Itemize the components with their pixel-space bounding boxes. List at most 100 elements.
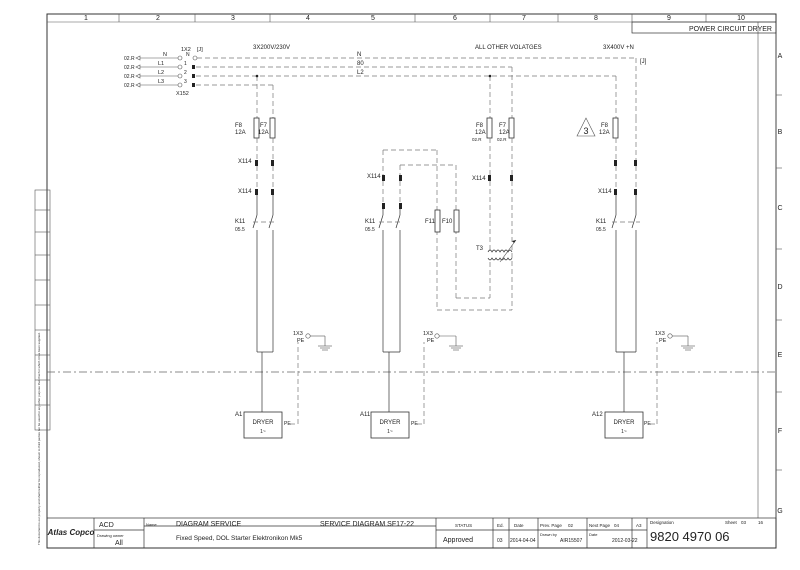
svg-text:1X3: 1X3 — [293, 331, 303, 337]
svg-text:F7: F7 — [260, 123, 268, 129]
fuse-f11 — [434, 209, 441, 233]
svg-text:05.5: 05.5 — [235, 227, 245, 233]
svg-text:DRYER: DRYER — [380, 420, 402, 426]
svg-text:12A: 12A — [475, 130, 486, 136]
drawn-by: AIR15507 — [560, 538, 582, 544]
svg-text:Atlas Copco: Atlas Copco — [47, 528, 95, 537]
svg-text:02.R: 02.R — [124, 74, 135, 80]
svg-text:02.R: 02.R — [472, 137, 482, 142]
dryer-a11-box — [370, 411, 410, 439]
svg-text:L2: L2 — [357, 70, 364, 76]
svg-text:N: N — [186, 52, 190, 58]
designation: 9820 4970 06 — [650, 529, 730, 544]
svg-text:Drawn by: Drawn by — [540, 532, 557, 537]
svg-text:DRYER: DRYER — [253, 420, 275, 426]
svg-text:3: 3 — [184, 79, 187, 85]
grid-row-b: B — [778, 129, 783, 136]
svg-text:1X3: 1X3 — [423, 331, 433, 337]
status: Approved — [443, 537, 473, 544]
svg-text:04: 04 — [614, 523, 620, 528]
grid-row-c: C — [777, 205, 782, 212]
fuse-f8-right — [612, 117, 619, 139]
svg-text:STATUS: STATUS — [455, 523, 472, 528]
grid-row-f: F — [778, 428, 782, 435]
phase-label-l3: L3 — [158, 79, 164, 85]
svg-text:1X3: 1X3 — [655, 331, 665, 337]
svg-text:K11: K11 — [365, 219, 376, 225]
svg-text:1: 1 — [184, 61, 187, 67]
svg-text:Name: Name — [146, 522, 157, 527]
svg-text:05.5: 05.5 — [596, 227, 606, 233]
drawing-subtitle: Fixed Speed, DOL Starter Elektronikon Mk… — [176, 535, 303, 542]
voltage-left: 3X200V/230V — [253, 45, 290, 51]
voltage-right: 3X400V +N — [603, 45, 634, 51]
svg-text:02.R: 02.R — [124, 65, 135, 71]
svg-text:X114: X114 — [238, 189, 252, 195]
svg-text:PE: PE — [297, 338, 305, 344]
svg-text:Date: Date — [589, 532, 598, 537]
svg-text:PE: PE — [411, 421, 418, 427]
svg-text:F8: F8 — [476, 123, 484, 129]
circuit-a12: 3 F8 12A X114 K11 05.5 A12 DRYER 1~ PE — [576, 117, 695, 439]
svg-text:N: N — [357, 52, 361, 58]
svg-text:02: 02 — [568, 523, 574, 528]
grid-col-1: 1 — [84, 15, 88, 22]
dryer-a12-box — [604, 411, 644, 439]
fuse-f7-left — [269, 117, 276, 139]
voltage-middle: ALL OTHER VOLATGES — [475, 45, 542, 51]
grid-col-9: 9 — [667, 15, 671, 22]
svg-text:DRYER: DRYER — [614, 420, 636, 426]
svg-text:Drawing owner: Drawing owner — [97, 533, 124, 538]
svg-text:K11: K11 — [235, 219, 246, 225]
svg-text:K11: K11 — [596, 219, 607, 225]
sheet-number: 03 — [741, 520, 747, 525]
svg-text:PE: PE — [284, 421, 291, 427]
fuse-f10 — [453, 209, 460, 233]
svg-text:02.R: 02.R — [124, 56, 135, 62]
svg-text:PE: PE — [427, 338, 435, 344]
grid-row-g: G — [777, 508, 782, 515]
grid-row-a: A — [778, 53, 783, 60]
sheet-frame — [46, 13, 777, 549]
svg-text:F10: F10 — [442, 219, 453, 225]
svg-text:F11: F11 — [425, 219, 436, 225]
dept: ACD — [99, 522, 114, 529]
svg-text:1~: 1~ — [260, 429, 266, 435]
warning-triangle — [576, 117, 596, 137]
phase-label-n: N — [163, 52, 167, 58]
svg-text:05.5: 05.5 — [365, 227, 375, 233]
svg-text:A3: A3 — [636, 523, 642, 528]
svg-text:1~: 1~ — [387, 429, 393, 435]
svg-text:12A: 12A — [235, 130, 246, 136]
svg-text:1~: 1~ — [621, 429, 627, 435]
svg-text:12A: 12A — [599, 130, 610, 136]
drawing-owner: All — [115, 540, 123, 547]
svg-text:F7: F7 — [499, 123, 507, 129]
svg-text:PE: PE — [659, 338, 667, 344]
svg-text:X114: X114 — [367, 174, 381, 180]
svg-text:F8: F8 — [601, 123, 609, 129]
svg-text:12A: 12A — [499, 130, 510, 136]
svg-text:T3: T3 — [476, 246, 484, 252]
dryer-a1-box — [243, 411, 283, 439]
dryer-a12-tag: A12 — [592, 412, 603, 418]
svg-text:Sheet: Sheet — [725, 520, 738, 525]
svg-text:Prev. Page: Prev. Page — [540, 523, 562, 528]
grid-col-3: 3 — [231, 15, 235, 22]
fuse-f8-middle — [486, 117, 493, 139]
service-diagram: SERVICE DIAGRAM SF17-22 — [320, 521, 414, 528]
fuse-f8-left — [253, 117, 260, 139]
svg-text:Ed.: Ed. — [497, 523, 504, 528]
atlas-copco-logo — [50, 526, 92, 538]
phase-label-l2: L2 — [158, 70, 164, 76]
drawing-name: DIAGRAM SERVICE — [176, 521, 242, 528]
svg-text:80: 80 — [357, 61, 364, 67]
circuit-a11: X114 K11 05.5 A11 DRYER 1~ PE 1X3 — [360, 149, 512, 439]
circuit-a1: F8 12A F7 12A X114 X114 K11 05.5 A1 DRYE… — [235, 117, 332, 439]
svg-text:3: 3 — [583, 126, 588, 136]
svg-text:02.R: 02.R — [497, 137, 507, 142]
dryer-a11-tag: A11 — [360, 412, 371, 418]
grid-col-7: 7 — [522, 15, 526, 22]
sheet-title: POWER CIRCUIT DRYER — [689, 26, 772, 33]
grid-col-6: 6 — [453, 15, 457, 22]
